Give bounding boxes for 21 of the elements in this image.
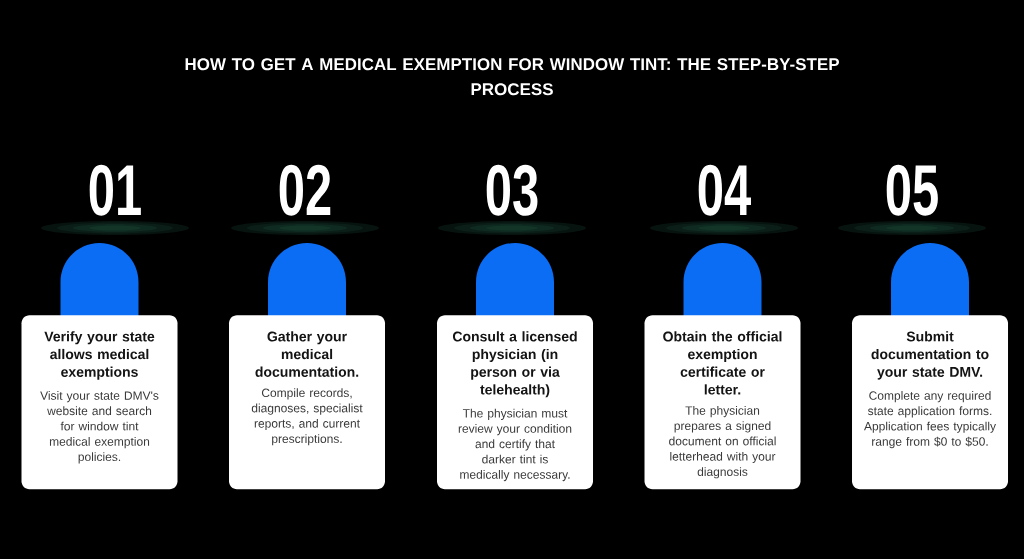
card-body: The physician prepares a signed document on official letterhead with your diagnosis	[669, 406, 776, 479]
step-number: 03	[486, 164, 538, 216]
step-card	[21, 315, 178, 490]
step-card	[229, 315, 385, 490]
step-number: 04	[698, 164, 751, 216]
card-heading: Consult a licensed physician (in person or via telehealth)	[452, 331, 577, 398]
step-number: 01	[89, 164, 141, 216]
card-heading: Obtain the official exemption certificate or letter.	[663, 331, 782, 395]
card-heading: Verify your state allows medical exemptions	[44, 331, 155, 380]
title: HOW TO GET A MEDICAL EXEMPTION FOR WINDOW TINT: THE STEP-BY-STEP PROCESS	[185, 58, 839, 96]
step-card	[644, 315, 801, 490]
card-body: Visit your state DMV's website and search for window tint medical exemption policies.	[40, 391, 159, 464]
card-body: The physician must review your condition and certify that darker tint is medically necessary.	[458, 408, 572, 482]
card-heading: Submit documentation to your state DMV.	[871, 331, 989, 380]
card-body: Compile records, diagnoses, specialist reports, and current prescriptions.	[251, 388, 363, 446]
card-body: Complete any required state application forms. Application fees typically range from $0 to $50.	[864, 391, 996, 449]
step-number: 05	[886, 164, 938, 216]
step-card	[852, 315, 1008, 490]
step-card	[437, 315, 593, 490]
card-heading: Gather your medical documentation.	[255, 331, 359, 377]
step-number: 02	[279, 164, 331, 216]
